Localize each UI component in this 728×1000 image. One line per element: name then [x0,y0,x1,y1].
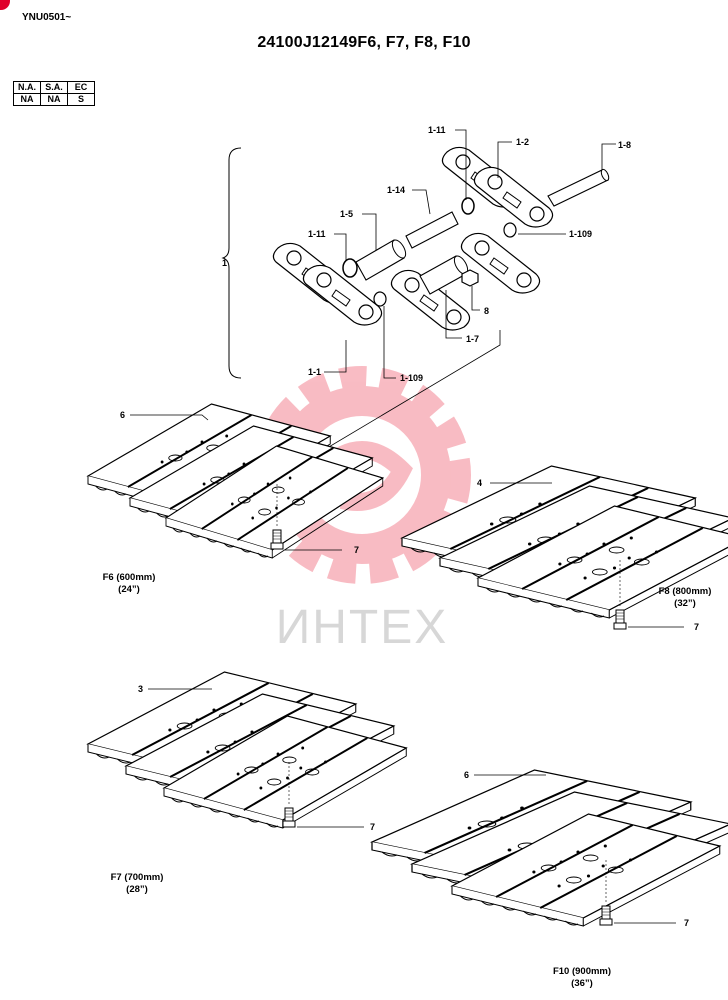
callout-6-bottom: 6 [464,770,469,780]
caption-f10: F10 (900mm) (36”) [540,966,624,990]
callout-1-11-left: 1-11 [308,229,326,239]
caption-f7-size: F7 (700mm) [110,872,164,883]
caption-f7-inch: (28”) [126,884,148,895]
applicability-table: N.A. S.A. EC NA NA S [13,81,95,106]
bolt-f7 [282,807,296,828]
callout-7-f7: 7 [370,822,375,832]
pin-1-8 [547,168,610,207]
bolt-f10 [599,905,613,926]
callout-1-1: 1-1 [308,367,321,377]
caption-f7: F7 (700mm) (28”) [100,872,174,896]
bushing-1-5 [355,239,407,281]
applicability-header-row: N.A. S.A. EC [13,81,95,94]
callout-1-109-right: 1-109 [569,229,592,239]
bolt-f8 [613,609,627,630]
spacer-1-109-bottom [373,291,387,307]
caption-f6: F6 (600mm) (24”) [94,572,164,596]
callout-7-f8: 7 [694,622,699,632]
page-title: 24100J12149F6, F7, F8, F10 [257,34,471,51]
nut-8 [461,269,479,287]
leader-lines-shoes [130,414,684,924]
seal-1-11-left [342,258,358,278]
leader-lines-assembly [269,129,616,483]
caption-f8: F8 (800mm) (32”) [650,586,720,610]
caption-f8-inch: (32”) [674,598,696,609]
caption-f6-inch: (24”) [118,584,140,595]
caption-f8-size: F8 (800mm) [658,586,712,597]
link-1-1-left [272,242,383,326]
callout-1-2: 1-2 [516,137,529,147]
callout-1-109-bottom: 1-109 [400,373,423,383]
callout-1-11-top: 1-11 [428,125,446,135]
callout-6-top: 6 [120,410,125,420]
callout-1-5: 1-5 [340,209,353,219]
value-cell-ec: S [67,93,95,106]
shoe-plate-f10 [370,768,728,928]
applicability-value-row: NA NA S [13,93,95,106]
assembly-bracket [221,147,242,379]
callout-4: 4 [477,478,482,488]
caption-f10-size: F10 (900mm) [552,966,612,977]
bolt-f6 [270,529,284,550]
spacer-1-109-right [503,222,517,238]
callout-1-14: 1-14 [387,185,405,195]
document-code: YNU0501~ [22,12,72,23]
callout-1-7: 1-7 [466,334,479,344]
caption-f6-size: F6 (600mm) [102,572,156,583]
callout-1-assembly: 1 [222,258,227,268]
watermark-text: ИНТЕХ [275,601,449,654]
seal-1-11-top [461,197,475,215]
callout-7-f6: 7 [354,545,359,555]
link-1-2-right [441,146,554,228]
caption-f10-inch: (36”) [571,978,593,989]
callout-3: 3 [138,684,143,694]
callout-7-f10: 7 [684,918,689,928]
corner-mark [0,0,10,10]
pin-1-14 [405,211,459,249]
callout-1-8: 1-8 [618,140,631,150]
shoe-plate-f7 [86,670,408,829]
callout-8: 8 [484,306,489,316]
